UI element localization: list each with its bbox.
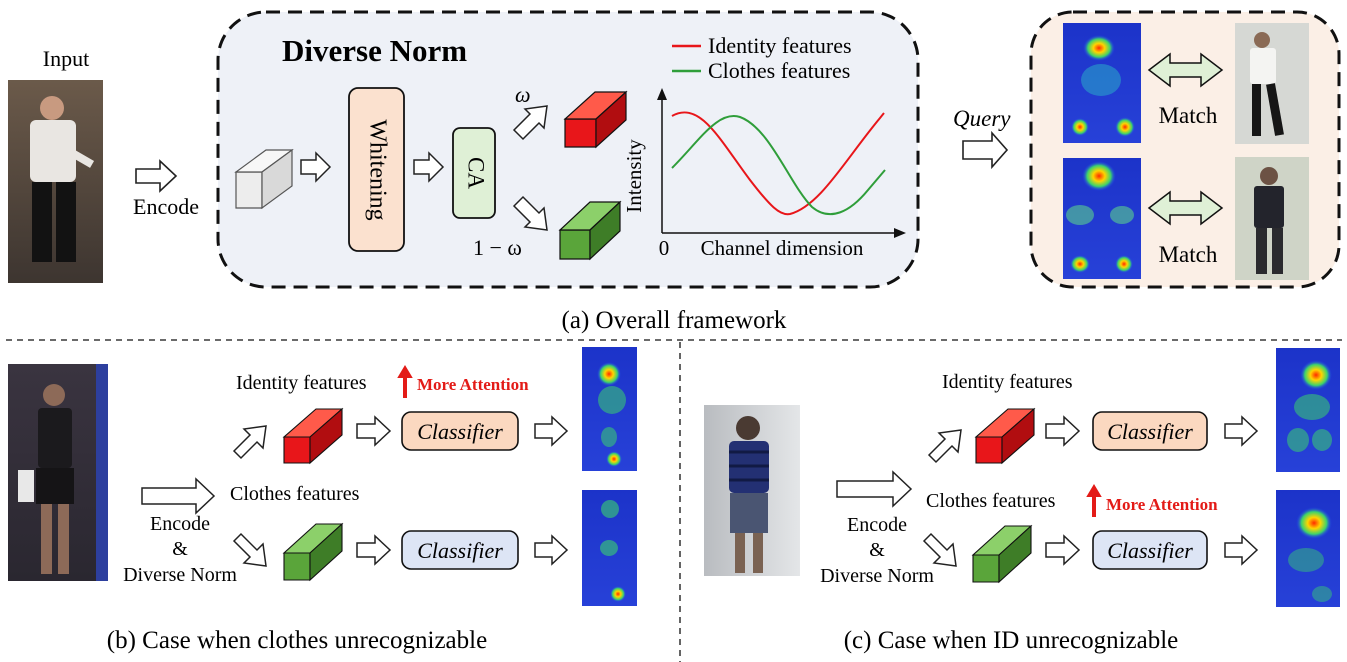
panel-b-arrow-to-heatmap-bottom (534, 534, 569, 566)
panel-b-classifier-bottom-label: Classifier (417, 538, 503, 563)
caption-b: (b) Case when clothes unrecognizable (107, 627, 487, 654)
input-person-photo (8, 80, 103, 283)
panel-c-more-attention: More Attention (1106, 495, 1218, 514)
panel-c-arrow-to-heatmap-bottom (1224, 534, 1259, 566)
gallery-photo-1 (1235, 23, 1309, 144)
panel-c-diverse-norm: Diverse Norm (820, 565, 934, 587)
panel-b: Identity features More Attention Clothes… (8, 347, 637, 654)
panel-b-heatmap-bottom (582, 490, 637, 606)
panel-b-classifier-bottom (401, 530, 519, 570)
caption-c: (c) Case when ID unrecognizable (844, 627, 1179, 654)
clothes-curve (671, 114, 886, 216)
omega-label: ω (515, 82, 531, 107)
clothes-feature-cuboid (558, 200, 622, 261)
ca-label: CA (464, 157, 489, 189)
panel-b-identity-label: Identity features (236, 372, 367, 394)
plot-xlabel: Channel dimension (701, 236, 864, 260)
panel-c-amp: & (869, 539, 885, 561)
panel-c-arrow-to-heatmap-top (1224, 415, 1259, 447)
arrow-to-ca (413, 151, 445, 183)
panel-b-arrow-to-classifier-top (356, 415, 392, 447)
arrow-to-clothes (512, 195, 548, 231)
match-double-arrow-2 (1147, 190, 1224, 226)
panel-b-identity-cuboid (282, 407, 344, 465)
panel-c-identity-cuboid (974, 407, 1036, 465)
ca-block (452, 127, 496, 219)
panel-c-encode-arrow (836, 470, 913, 508)
panel-b-amp: & (172, 538, 188, 560)
match-label-2: Match (1159, 242, 1218, 267)
panel-c-attention-arrow (1086, 484, 1102, 517)
panel-b-arrow-to-classifier-bottom (356, 534, 392, 566)
panel-b-more-attention: More Attention (417, 375, 529, 394)
encode-label: Encode (133, 194, 199, 219)
identity-curve (671, 111, 885, 216)
panel-b-clothes-cuboid (282, 522, 344, 582)
panel-c: Identity features Clothes features More … (704, 348, 1340, 654)
match-label-1: Match (1159, 103, 1218, 128)
panel-b-classifier-top (401, 411, 519, 451)
whitening-block (348, 87, 405, 252)
query-heatmap-1 (1063, 23, 1141, 143)
panel-c-classifier-bottom (1092, 530, 1208, 570)
panel-b-arrow-to-heatmap-top (534, 415, 569, 447)
panel-c-arrow-to-classifier-top (1045, 415, 1081, 447)
panel-c-heatmap-top (1276, 348, 1340, 472)
query-label: Query (953, 106, 1011, 131)
plot-origin: 0 (659, 236, 670, 260)
panel-c-clothes-cuboid (971, 524, 1033, 584)
legend-identity-label: Identity features (708, 33, 852, 58)
query-arrow (962, 130, 1009, 170)
caption-a: (a) Overall framework (562, 307, 787, 334)
panel-b-heatmap-top (582, 347, 637, 471)
panel-c-identity-label: Identity features (942, 371, 1073, 393)
arrow-to-whitening (300, 151, 332, 183)
panel-c-heatmap-bottom (1276, 490, 1340, 607)
panel-c-person-photo (704, 405, 800, 576)
panel-c-classifier-top (1092, 411, 1208, 451)
panel-b-classifier-top-label: Classifier (417, 419, 503, 444)
input-feature-cuboid (234, 148, 294, 210)
panel-b-attention-arrow (397, 365, 413, 398)
encode-arrow (135, 159, 178, 193)
gallery-photo-2 (1235, 157, 1309, 280)
panel-c-classifier-bottom-label: Classifier (1107, 538, 1193, 563)
panel-c-down-arrow (922, 532, 957, 567)
panel-c-classifier-top-label: Classifier (1107, 419, 1193, 444)
panel-b-up-arrow (232, 425, 267, 460)
panel-b-down-arrow (232, 532, 267, 567)
panel-b-clothes-label: Clothes features (230, 483, 360, 505)
panel-c-clothes-label: Clothes features (926, 490, 1056, 512)
legend-clothes-label: Clothes features (708, 58, 850, 83)
panel-b-encode-arrow (141, 477, 216, 515)
input-label: Input (43, 46, 89, 71)
intensity-plot (657, 88, 906, 238)
diverse-norm-title: Diverse Norm (282, 33, 467, 68)
panel-c-up-arrow (927, 429, 962, 464)
match-double-arrow-1 (1147, 52, 1224, 88)
panel-b-diverse-norm: Diverse Norm (123, 564, 237, 586)
panel-b-person-photo (8, 364, 108, 581)
panel-b-encode: Encode (150, 513, 210, 535)
query-heatmap-2 (1063, 158, 1141, 279)
panel-c-arrow-to-classifier-bottom (1045, 534, 1081, 566)
one-minus-omega-label: 1 − ω (473, 235, 522, 260)
identity-feature-cuboid (563, 90, 628, 149)
panel-c-encode: Encode (847, 514, 907, 536)
whitening-label: Whitening (364, 119, 390, 220)
arrow-to-identity (512, 105, 548, 141)
plot-ylabel: Intensity (622, 139, 646, 213)
